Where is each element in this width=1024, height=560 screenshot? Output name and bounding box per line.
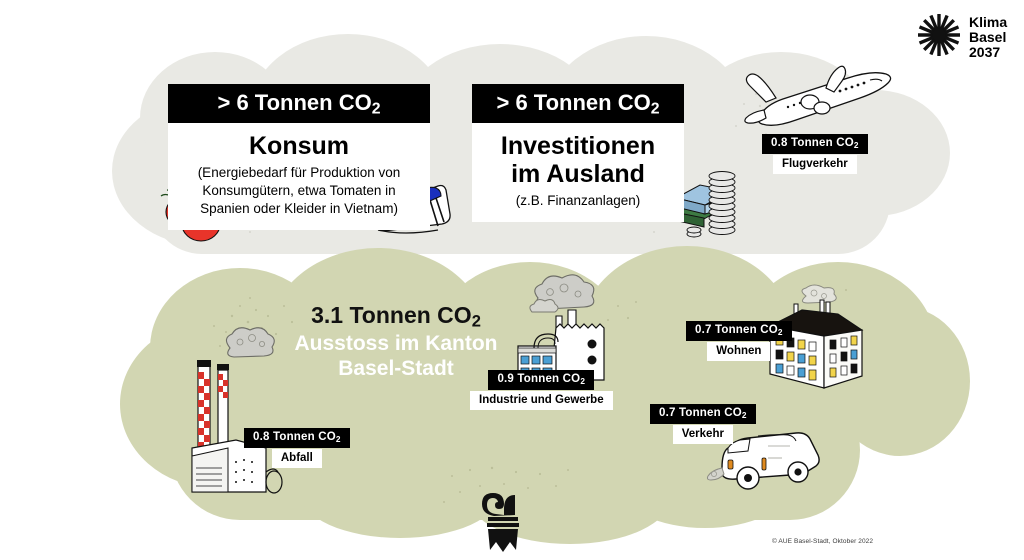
co2-subscript: 2: [741, 410, 747, 420]
chip-verkehr: 0.7 Tonnen CO2 Verkehr: [650, 403, 756, 445]
co2-subscript: 2: [777, 327, 783, 337]
co2-subscript: 2: [371, 100, 381, 118]
chip-verkehr-name-row: Verkehr: [650, 424, 756, 445]
co2-subscript: 2: [580, 376, 586, 386]
chip-industrie: 0.9 Tonnen CO2 Industrie und Gewerbe: [470, 369, 613, 411]
starburst-icon: [916, 12, 962, 63]
chip-abfall-name-row: Abfall: [244, 448, 350, 469]
card-konsum: > 6 Tonnen CO2 Konsum (Energiebedarf für…: [168, 84, 430, 230]
chip-flugverkehr: 0.8 Tonnen CO2 Flugverkehr: [762, 133, 868, 175]
canton-emission-block: 3.1 Tonnen CO2 Ausstoss im Kanton Basel-…: [288, 302, 504, 382]
house-illustration: [762, 284, 874, 394]
chip-flugverkehr-name-row: Flugverkehr: [762, 154, 868, 175]
card-investitionen-header: > 6 Tonnen CO2: [472, 84, 684, 124]
chip-wohnen: 0.7 Tonnen CO2 Wohnen: [686, 320, 792, 362]
chip-abfall: 0.8 Tonnen CO2 Abfall: [244, 427, 350, 469]
card-investitionen-subtitle: (z.B. Finanzanlagen): [515, 193, 641, 209]
logo-line-2: Basel: [969, 29, 1007, 46]
card-konsum-header: > 6 Tonnen CO2: [168, 84, 430, 124]
chip-wohnen-value-row: 0.7 Tonnen CO2: [686, 320, 792, 341]
van-illustration: [706, 424, 828, 496]
chip-abfall-name: Abfall: [271, 448, 322, 469]
money-stack-illustration: [670, 168, 750, 244]
chip-verkehr-value-row: 0.7 Tonnen CO2: [650, 403, 756, 424]
chip-industrie-value: 0.9 Tonnen CO2: [488, 370, 595, 390]
logo-text: Klima Basel 2037: [969, 15, 1007, 59]
klima-basel-logo: Klima Basel 2037: [916, 12, 1007, 63]
chip-industrie-name-row: Industrie und Gewerbe: [470, 390, 613, 411]
card-investitionen-body: Investitionen im Ausland (z.B. Finanzanl…: [472, 123, 684, 222]
card-konsum-body: Konsum (Energiebedarf für Produktion von…: [168, 123, 430, 230]
basel-crest-icon: [472, 488, 530, 556]
card-konsum-subtitle: (Energiebedarf für Produktion von Konsum…: [197, 165, 401, 216]
card-investitionen: > 6 Tonnen CO2 Investitionen im Ausland …: [472, 84, 684, 222]
co2-subscript: 2: [853, 140, 859, 150]
chip-abfall-value: 0.8 Tonnen CO2: [244, 428, 350, 448]
chip-industrie-value-row: 0.9 Tonnen CO2: [470, 369, 613, 390]
airplane-illustration: [742, 58, 892, 140]
co2-subscript: 2: [471, 311, 481, 331]
chip-wohnen-value: 0.7 Tonnen CO2: [686, 321, 792, 341]
logo-line-3: 2037: [969, 43, 1001, 60]
chip-flugverkehr-value: 0.8 Tonnen CO2: [762, 134, 868, 154]
chip-flugverkehr-value-row: 0.8 Tonnen CO2: [762, 133, 868, 154]
card-investitionen-title: Investitionen im Ausland: [500, 132, 656, 189]
logo-line-1: Klima: [969, 14, 1008, 31]
chip-wohnen-name-row: Wohnen: [686, 341, 792, 362]
canton-label: Ausstoss im Kanton Basel-Stadt: [294, 332, 498, 380]
co2-subscript: 2: [650, 100, 660, 118]
chip-verkehr-name: Verkehr: [672, 424, 733, 445]
co2-subscript: 2: [335, 434, 341, 444]
chip-verkehr-value: 0.7 Tonnen CO2: [650, 404, 756, 424]
chip-industrie-name: Industrie und Gewerbe: [470, 390, 613, 411]
credit-line: © AUE Basel-Stadt, Oktober 2022: [772, 538, 874, 545]
canton-value: 3.1 Tonnen CO2: [311, 302, 481, 331]
chip-flugverkehr-name: Flugverkehr: [772, 154, 857, 175]
card-konsum-title: Konsum: [249, 132, 349, 161]
incinerator-illustration: [178, 322, 286, 500]
chip-abfall-value-row: 0.8 Tonnen CO2: [244, 427, 350, 448]
chip-wohnen-name: Wohnen: [707, 341, 771, 362]
